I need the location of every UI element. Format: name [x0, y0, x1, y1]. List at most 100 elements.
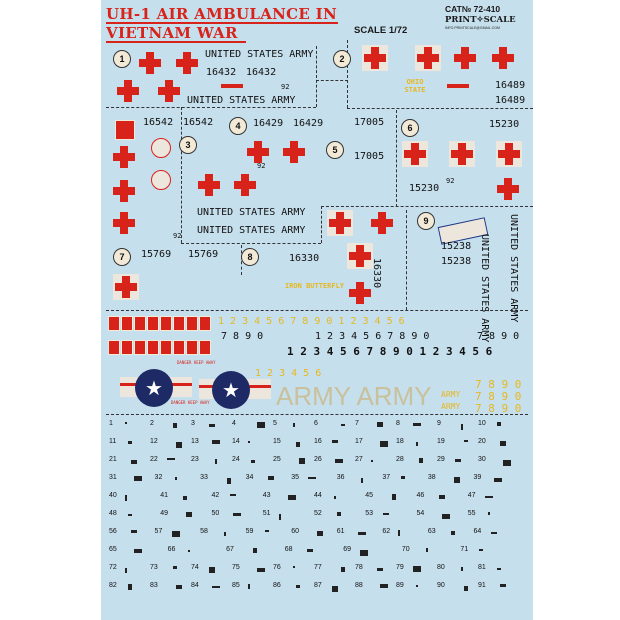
army-small: ARMY [441, 402, 461, 411]
serial: 17005 [354, 151, 385, 162]
danger-strip [447, 84, 469, 88]
stencil-mark [484, 496, 493, 498]
stencil-number: 44 [314, 492, 322, 499]
stencil-mark [209, 424, 215, 427]
cross-panel [496, 141, 522, 167]
stencil-mark [173, 423, 177, 428]
code: 92 [446, 177, 455, 185]
stencil-number: 79 [396, 564, 404, 571]
stencil-number: 67 [226, 546, 234, 553]
stencil-number: 68 [284, 546, 293, 553]
stencil-number: 21 [109, 456, 117, 463]
stencil-mark [317, 531, 324, 536]
black-digits: 7 8 9 0 [221, 331, 264, 342]
stencil-number: 33 [200, 474, 208, 481]
red-cross [349, 245, 371, 267]
red-cross [371, 212, 393, 234]
stencil-number: 77 [314, 564, 322, 571]
yellow-digits: 1 2 3 4 5 6 [255, 368, 322, 379]
stencil-number: 28 [396, 456, 404, 463]
stencil-mark [497, 422, 501, 426]
stencil-mark [491, 532, 498, 534]
army-text: UNITED STATES ARMY [197, 225, 306, 236]
yellow-digits: 7 8 9 0 [475, 378, 522, 391]
stencil-number: 59 [245, 528, 254, 535]
stencil-number: 40 [109, 492, 117, 499]
stencil-mark [293, 566, 295, 568]
army-vertical: UNITED STATES ARMY [508, 214, 519, 323]
stencil-number: 25 [273, 456, 281, 463]
stencil-mark [125, 422, 127, 424]
stencil-mark [212, 440, 220, 444]
stencil-mark [125, 568, 127, 573]
stencil-number: 3 [191, 420, 195, 427]
stencil-mark [257, 568, 265, 572]
stencil-number: 13 [191, 438, 199, 445]
stencil-mark [167, 458, 175, 460]
stencil-mark [383, 513, 390, 515]
stencil-number: 72 [109, 564, 117, 571]
stencil-mark [413, 566, 421, 572]
marking-number-3: 3 [179, 136, 197, 154]
stencil-number: 55 [467, 510, 476, 517]
stencil-mark [380, 441, 388, 447]
decal-sheet: UH-1 AIR AMBULANCE IN VIETNAM WAR SCALE … [101, 0, 533, 620]
divider [106, 310, 528, 311]
stencil-mark [500, 441, 506, 446]
stencil-number: 20 [478, 438, 486, 445]
stencil-mark [416, 442, 418, 446]
cross-panel [362, 45, 388, 71]
stencil-mark [337, 512, 341, 516]
red-stripe-decal [147, 340, 159, 355]
red-cross [283, 141, 305, 163]
stencil-mark [461, 567, 463, 571]
cross-panel [327, 210, 353, 236]
stencil-number: 52 [314, 510, 322, 517]
stencil-mark [413, 423, 421, 426]
stencil-number: 37 [382, 474, 391, 481]
red-stripe-decal [199, 340, 211, 355]
stencil-number: 23 [191, 456, 199, 463]
stencil-mark [332, 586, 338, 592]
marking-number-6: 6 [401, 119, 419, 137]
stencil-number: 56 [109, 528, 117, 535]
stencil-mark [479, 549, 484, 551]
title-underline-1 [106, 22, 338, 24]
stencil-number: 42 [211, 492, 220, 499]
stencil-mark [453, 477, 460, 483]
stencil-number: 71 [460, 546, 469, 553]
stencil-number: 7 [355, 420, 359, 427]
stencil-mark [134, 549, 142, 553]
stencil-mark [264, 530, 269, 532]
stencil-number: 46 [416, 492, 425, 499]
stencil-mark [398, 530, 401, 536]
stencil-mark [224, 532, 227, 536]
stencil-mark [176, 585, 182, 589]
stencil-mark [416, 585, 418, 587]
stencil-number: 50 [211, 510, 220, 517]
red-cross [198, 174, 220, 196]
stencil-mark [173, 566, 177, 569]
army-small: ARMY [441, 390, 461, 399]
stencil-number: 51 [262, 510, 271, 517]
stencil-mark [186, 512, 193, 517]
stencil-number: 64 [473, 528, 482, 535]
stencil-number: 82 [109, 582, 117, 589]
stencil-mark [267, 476, 274, 480]
stencil-number: 9 [437, 420, 441, 427]
stencil-mark [176, 442, 182, 448]
red-stripe-decal [173, 340, 185, 355]
stencil-number: 57 [154, 528, 163, 535]
scale-label: SCALE 1/72 [354, 25, 408, 36]
serial: 17005 [354, 117, 385, 128]
red-stripe-decal [173, 316, 185, 331]
title-line-2: VIETNAM WAR [106, 24, 238, 42]
stencil-mark [174, 477, 177, 480]
catalog-number: CAT№ 72-410 [445, 4, 501, 14]
black-digits: 1 2 3 4 5 6 7 8 9 0 [315, 331, 430, 342]
stencil-number: 91 [478, 582, 486, 589]
stencil-mark [253, 548, 258, 553]
stencil-mark [308, 477, 317, 479]
divider [406, 210, 407, 310]
stencil-mark [125, 495, 127, 501]
